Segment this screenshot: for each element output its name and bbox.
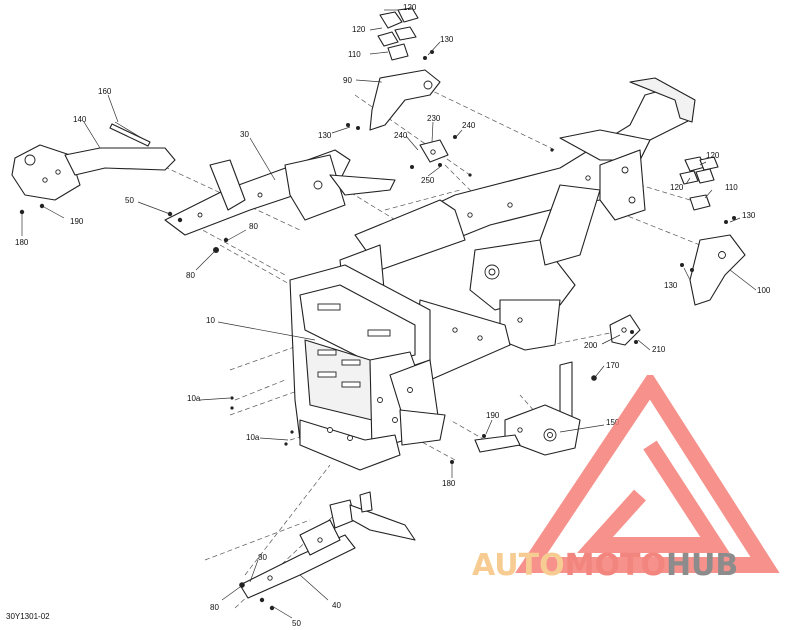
callout-110-b: 110	[725, 183, 738, 192]
callout-120-a: 120	[403, 3, 417, 12]
right-mount-bracket-100	[679, 156, 746, 306]
watermark-triangle-logo	[515, 375, 780, 573]
callout-100: 100	[757, 286, 771, 295]
callout-120-b: 120	[352, 25, 366, 34]
upper-mount-bracket-90	[369, 7, 441, 131]
watermark-wordmark: AUTOMOTOHUB	[472, 548, 738, 583]
callout-40: 40	[332, 601, 341, 610]
callout-80-d: 80	[210, 603, 219, 612]
callout-50-b: 50	[292, 619, 301, 628]
callout-210: 210	[652, 345, 666, 354]
small-bracket-230	[419, 139, 449, 163]
callout-150: 150	[606, 418, 620, 427]
callout-200: 200	[584, 341, 598, 350]
callout-160: 160	[98, 87, 112, 96]
diagram-reference-code: 30Y1301-02	[6, 612, 50, 621]
front-frame-cage	[289, 264, 446, 471]
callout-leaders	[21, 9, 757, 619]
right-lower-support-150	[474, 361, 581, 456]
callout-10: 10	[206, 316, 215, 325]
callout-120-c: 120	[706, 151, 720, 160]
callout-190-b: 190	[486, 411, 500, 420]
callout-230: 230	[427, 114, 441, 123]
lower-front-crossmember-40	[239, 491, 416, 599]
callout-50-a: 50	[125, 196, 134, 205]
callout-240-b: 240	[462, 121, 476, 130]
callout-130-a: 130	[440, 35, 454, 44]
fasteners	[19, 50, 736, 611]
callout-130-b: 130	[318, 131, 332, 140]
callout-180-a: 180	[15, 238, 29, 247]
left-bracket-arm	[11, 121, 176, 201]
watermark-word-moto: MOTO	[564, 548, 666, 583]
callout-180-b: 180	[442, 479, 456, 488]
callout-240-a: 240	[394, 131, 408, 140]
callout-190-a: 190	[70, 217, 84, 226]
callout-10a-1: 10a	[187, 394, 201, 403]
callout-80-c: 80	[258, 553, 267, 562]
upper-front-crossmember	[164, 149, 396, 236]
small-bracket-200	[609, 314, 641, 346]
watermark-word-auto: AUTO	[472, 548, 565, 583]
callout-10a-2: 10a	[246, 433, 260, 442]
callout-110-a: 110	[348, 50, 361, 59]
callout-30: 30	[240, 130, 249, 139]
watermark-word-hub: HUB	[665, 548, 739, 583]
callout-130-c: 130	[742, 211, 756, 220]
callout-80-a: 80	[249, 222, 258, 231]
callout-90: 90	[343, 76, 352, 85]
callout-80-b: 80	[186, 271, 195, 280]
triangle-mark	[515, 375, 780, 573]
callout-130-d: 130	[664, 281, 678, 290]
callout-140: 140	[73, 115, 87, 124]
callout-120-d: 120	[670, 183, 684, 192]
callout-170: 170	[606, 361, 620, 370]
callout-250: 250	[421, 176, 435, 185]
callout-numbers: 120 120 110 130 90 130 240 230 240 250 1…	[15, 3, 771, 628]
